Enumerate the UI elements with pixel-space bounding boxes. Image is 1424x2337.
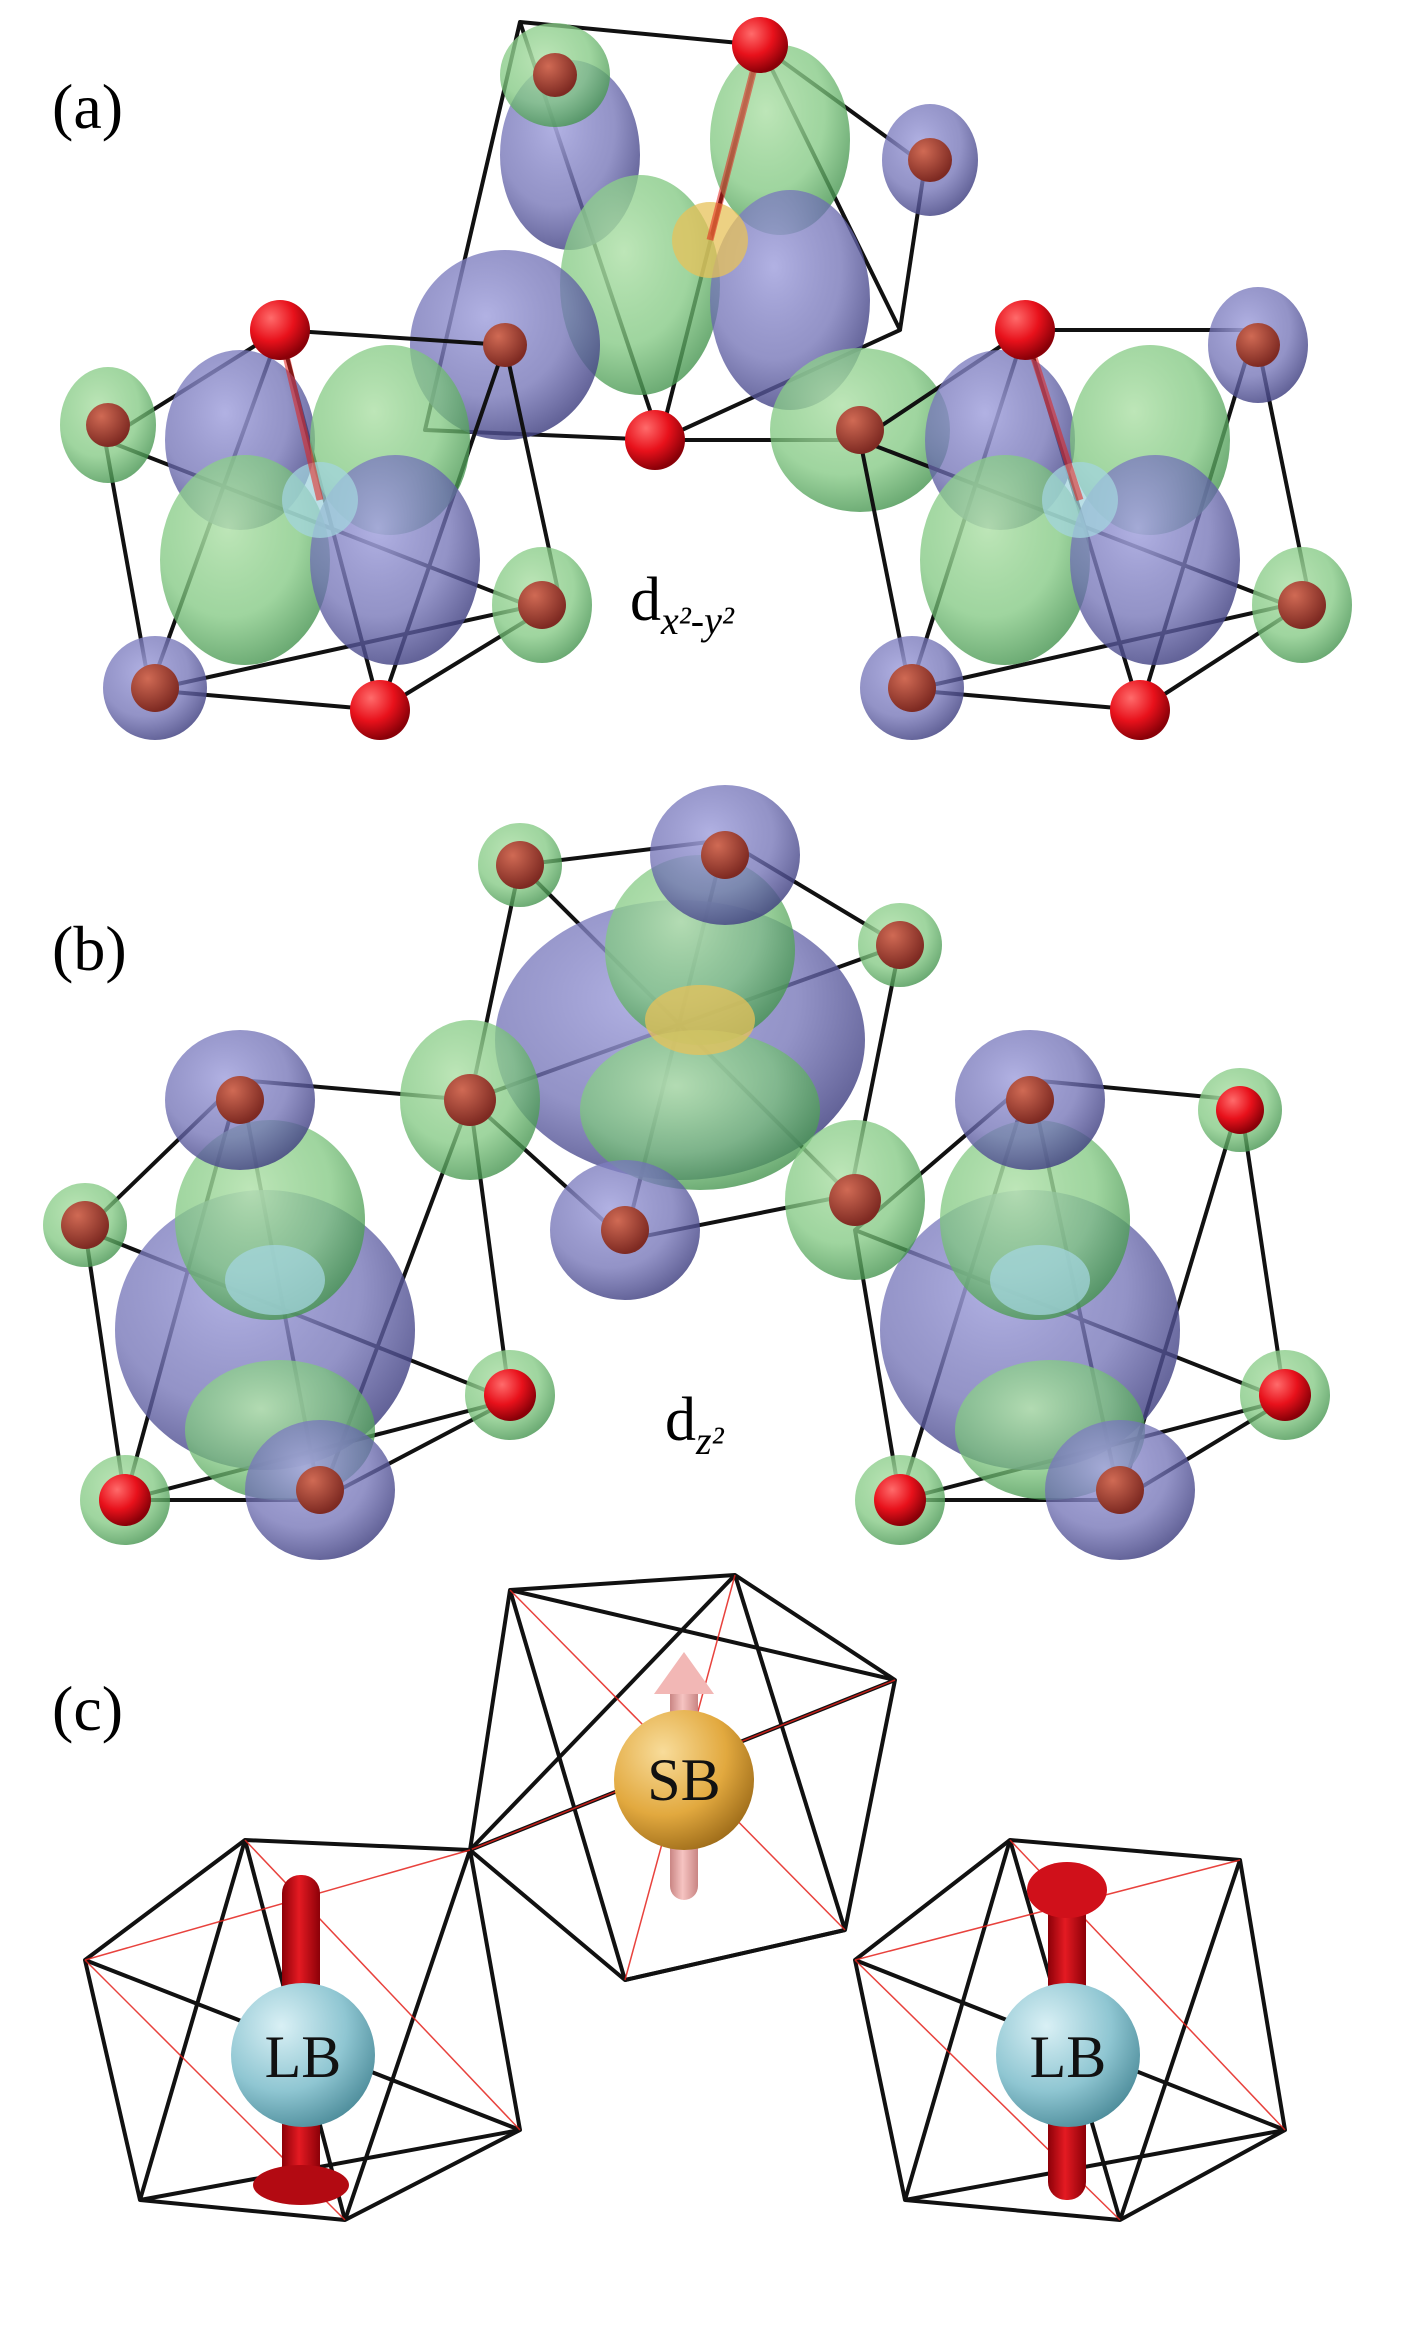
panel-b: (b) [43,785,1330,1560]
sb-label-center: SB [647,1747,720,1813]
oxygen-atoms-b [43,823,1330,1545]
oxygen-atoms-a [86,17,1326,740]
orbital-label-b-base: d [665,1386,696,1454]
lb-sphere-left [231,1983,375,2127]
panel-a: (a) [52,17,1352,740]
site-right-lb: LB [996,1862,1140,2200]
lb-sphere-right [996,1983,1140,2127]
orbital-right-b [880,1030,1195,1560]
lb-label-right: LB [1030,2024,1107,2090]
spin-arrow-left-head [253,2165,349,2205]
site-left-lb: LB [231,1875,375,2205]
orbital-left-b [115,1030,415,1560]
sb-sphere-center [614,1710,754,1850]
panel-c: (c) [52,1573,1287,2222]
spin-arrow-right-head [1027,1862,1107,1918]
orbital-center-b [495,785,865,1300]
orbital-right-a [860,287,1352,740]
panel-b-label: (b) [52,913,127,984]
lb-label-left: LB [265,2024,342,2090]
panel-c-label: (c) [52,1673,123,1744]
orbital-label-a: dx²-y² [630,566,735,643]
orbital-label-a-base: d [630,566,661,634]
spin-arrow-center-head [654,1652,714,1694]
site-center-sb: SB [614,1652,754,1900]
panel-a-label: (a) [52,71,123,142]
orbital-label-b: dz² [665,1386,725,1463]
orbital-label-b-sub: z² [695,1418,725,1463]
orbital-label-a-sub: x²-y² [660,598,735,643]
